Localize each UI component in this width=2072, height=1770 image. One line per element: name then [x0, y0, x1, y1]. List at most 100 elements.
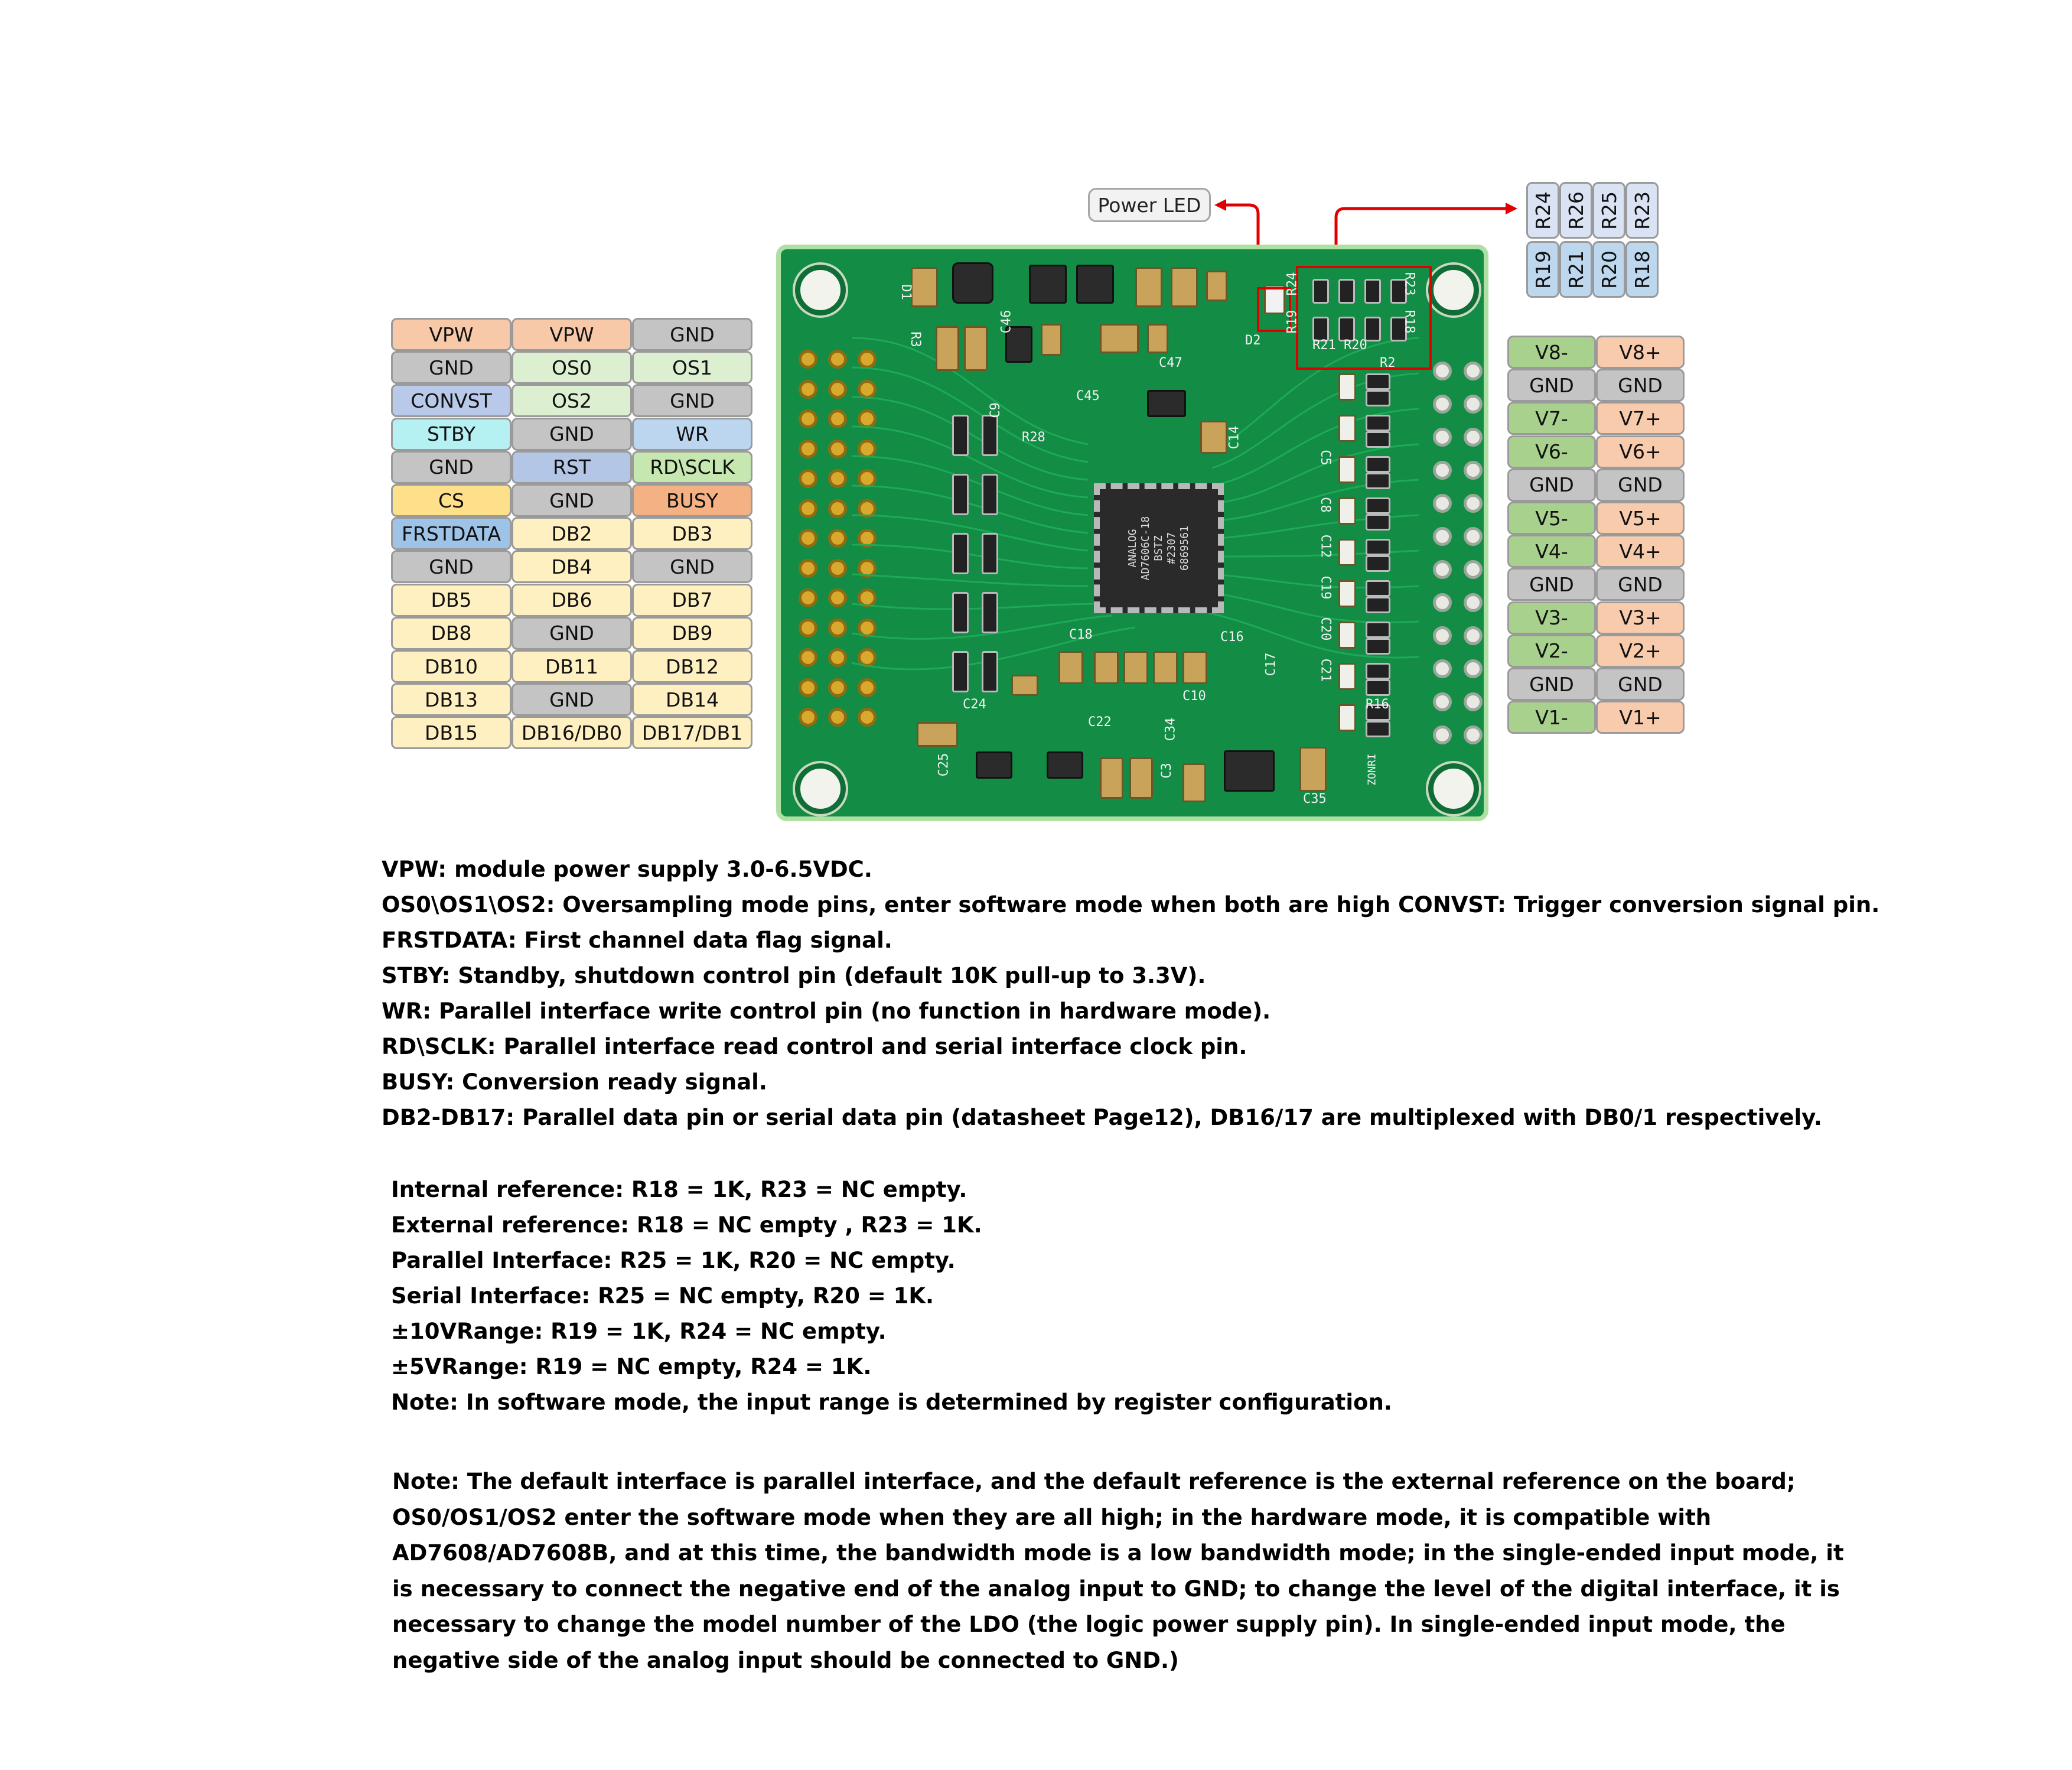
config-line: External reference: R18 = NC empty , R23…: [391, 1212, 982, 1238]
input-capacitor: [1338, 456, 1356, 483]
capacitor: [1206, 271, 1227, 301]
silk-label: C16: [1220, 630, 1244, 645]
silk-label: C8: [1317, 497, 1333, 513]
input-capacitor: [1338, 704, 1356, 731]
header-pad: [799, 588, 817, 607]
input-resistor: [1366, 580, 1390, 597]
input-resistor: [1366, 597, 1390, 613]
resistor-label: R20: [1592, 241, 1625, 298]
inductor: [952, 262, 993, 304]
config-resistor: [1364, 317, 1381, 341]
pin-label: GND: [512, 683, 632, 717]
header-pad: [1433, 494, 1452, 513]
resistor-array: [982, 592, 998, 633]
resistor-array: [982, 415, 998, 456]
header-pad: [858, 350, 877, 369]
analog-pin-label: GND: [1596, 369, 1685, 402]
silk-label: R16: [1366, 697, 1389, 712]
config-resistor: [1390, 317, 1407, 341]
header-pad: [799, 529, 817, 548]
silk-label: C24: [963, 697, 986, 712]
description-line: OS0\OS1\OS2: Oversampling mode pins, ent…: [382, 892, 1880, 917]
pin-label: DB2: [512, 517, 632, 551]
resistor-label: R26: [1559, 182, 1592, 239]
config-line: Serial Interface: R25 = NC empty, R20 = …: [391, 1283, 934, 1309]
silk-label: C45: [1076, 389, 1100, 404]
led: [1264, 285, 1285, 314]
header-pad: [828, 469, 847, 488]
pin-label: DB10: [391, 650, 512, 683]
inductor: [1029, 265, 1067, 304]
header-pad: [1464, 659, 1483, 678]
pin-label: OS2: [512, 384, 632, 418]
silk-label: C46: [999, 310, 1014, 334]
input-resistor: [1366, 514, 1390, 531]
pin-label: DB7: [632, 583, 752, 617]
header-pad: [828, 529, 847, 548]
silk-label: C9: [988, 402, 1003, 418]
pin-label: OS0: [512, 351, 632, 385]
config-resistor: [1338, 317, 1355, 341]
description-line: DB2-DB17: Parallel data pin or serial da…: [382, 1105, 1822, 1130]
analog-pin-label: V4-: [1507, 535, 1596, 568]
ic: [976, 751, 1012, 779]
resistor-label: R21: [1559, 241, 1592, 298]
description-line: WR: Parallel interface write control pin…: [382, 998, 1271, 1024]
ic: [1047, 751, 1083, 779]
header-pad: [1464, 692, 1483, 711]
capacitor: [1171, 267, 1198, 307]
analog-pin-label: V4+: [1596, 535, 1685, 568]
header-pad: [1464, 395, 1483, 414]
silk-label: C14: [1227, 425, 1242, 450]
pin-label: DB4: [512, 550, 632, 584]
pin-label: CONVST: [391, 384, 512, 418]
silk-label: C25: [936, 753, 952, 777]
input-capacitor: [1338, 373, 1356, 401]
analog-pin-label: GND: [1596, 568, 1685, 601]
header-pad: [858, 708, 877, 727]
header-pad: [1464, 593, 1483, 612]
resistor-array: [952, 415, 969, 456]
analog-pin-label: V1+: [1596, 701, 1685, 734]
resistor-array: [952, 651, 969, 692]
header-pad: [828, 588, 847, 607]
header-pad: [1464, 494, 1483, 513]
capacitor: [936, 326, 959, 371]
analog-pin-label: V3+: [1596, 601, 1685, 635]
input-resistor: [1366, 431, 1390, 448]
silk-label: C3: [1159, 763, 1174, 779]
pin-label: DB8: [391, 616, 512, 650]
chip-marking-line: 6869561: [1178, 526, 1191, 571]
power-led-callout: Power LED: [1088, 188, 1211, 222]
capacitor: [1182, 763, 1206, 802]
analog-pin-label: V2+: [1596, 634, 1685, 668]
capacitor: [1299, 747, 1327, 792]
silk-label: C22: [1088, 715, 1112, 730]
reference-ic: [1224, 750, 1275, 792]
config-line: ±5VRange: R19 = NC empty, R24 = 1K.: [391, 1354, 872, 1379]
resistor-label: R19: [1526, 241, 1559, 298]
mounting-hole: [795, 763, 846, 814]
input-resistor: [1366, 721, 1390, 737]
pin-label: STBY: [391, 417, 512, 451]
header-pad: [799, 350, 817, 369]
pin-label: GND: [632, 384, 752, 418]
regulator: [1005, 326, 1032, 363]
description-line: FRSTDATA: First channel data flag signal…: [382, 928, 892, 953]
silk-label: C17: [1263, 652, 1279, 676]
pin-label: DB12: [632, 650, 752, 683]
header-pad: [799, 678, 817, 697]
header-pad: [1433, 659, 1452, 678]
description-line: STBY: Standby, shutdown control pin (def…: [382, 963, 1206, 988]
input-capacitor: [1338, 663, 1356, 690]
input-resistor: [1366, 415, 1390, 431]
capacitor: [1129, 757, 1153, 799]
analog-pin-label: V2-: [1507, 634, 1596, 668]
pin-label: DB9: [632, 616, 752, 650]
capacitor: [1182, 651, 1207, 684]
input-resistor: [1366, 622, 1390, 638]
led-highlight: [1257, 287, 1291, 332]
header-pad: [828, 678, 847, 697]
silk-label: R23: [1402, 272, 1417, 296]
header-pad: [799, 618, 817, 637]
